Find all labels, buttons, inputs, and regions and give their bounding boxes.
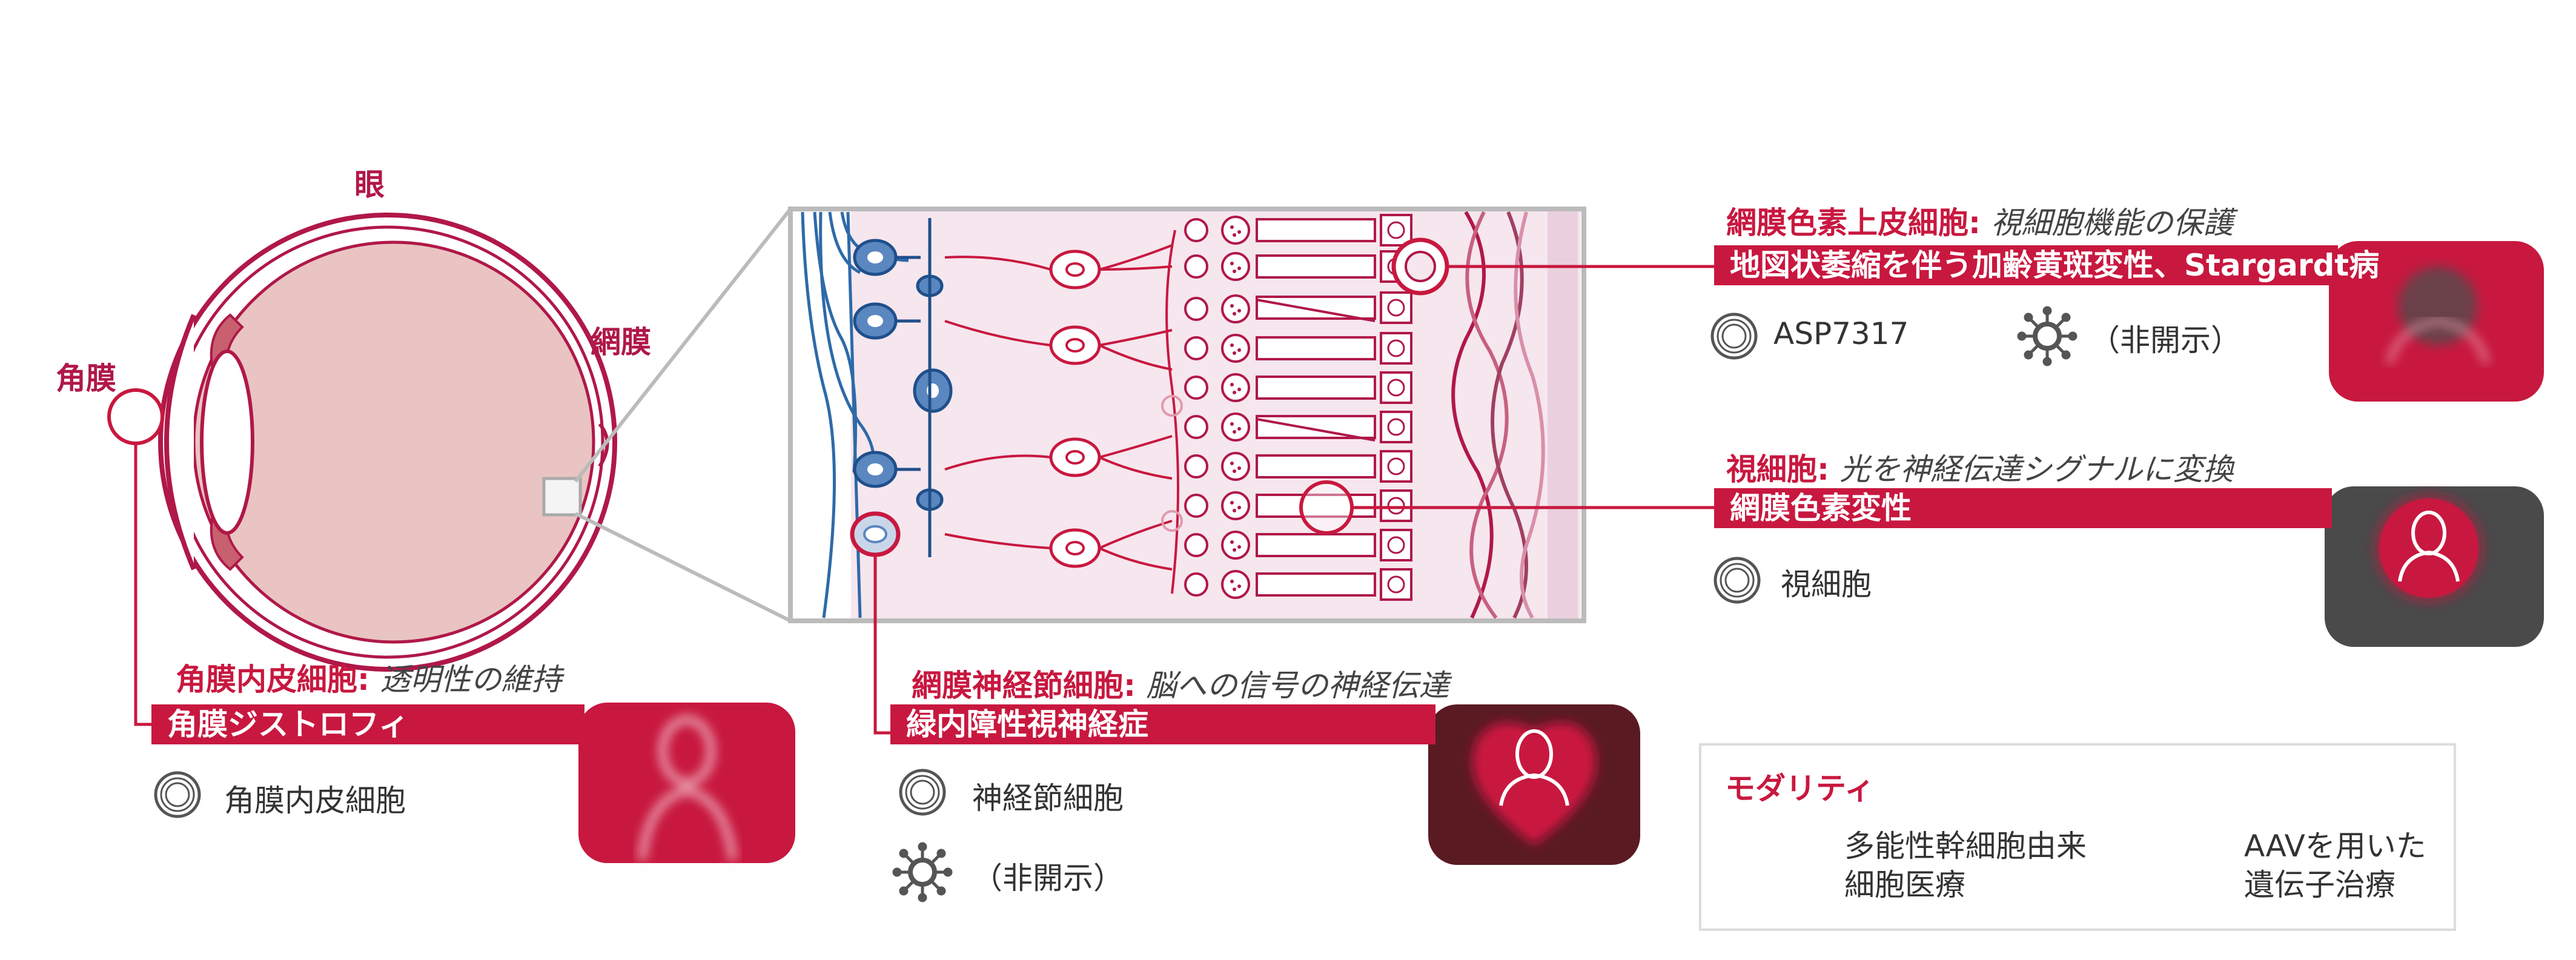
retina-cross-section	[788, 207, 1586, 623]
rp-patient-tile	[2325, 486, 2544, 647]
cornea-cell-title: 角膜内皮細胞: 透明性の維持	[176, 662, 562, 697]
gene-therapy-icon	[894, 844, 951, 901]
cell-therapy-icon	[901, 770, 944, 814]
legend-gene-therapy-line2: 遺伝子治療	[2244, 867, 2396, 902]
amd-disease-bar: 地図状萎縮を伴う加齢黄斑変性、Stargardt病	[1714, 245, 2379, 285]
eye-label: 眼	[354, 167, 385, 202]
glaucoma-disease-bar: 緑内障性視神経症	[890, 704, 1435, 744]
cornea-leader-line	[134, 443, 151, 726]
cell-function: 脳への信号の神経伝達	[1146, 668, 1449, 703]
rp-disease-bar: 網膜色素変性	[1714, 488, 2332, 528]
gene-therapy-icon	[2019, 308, 2076, 365]
legend-cell-therapy-line1: 多能性幹細胞由来	[1844, 829, 2087, 864]
cornea-label: 角膜	[56, 361, 116, 396]
modality-item: （非開示）	[2090, 323, 2241, 358]
legend-title: モダリティ	[1725, 771, 1875, 806]
cell-name: 網膜色素上皮細胞	[1726, 205, 1968, 240]
rpe-cell-title: 網膜色素上皮細胞: 視細胞機能の保護	[1726, 205, 2234, 240]
photoreceptor-cell-title: 視細胞: 光を神経伝達シグナルに変換	[1726, 452, 2234, 487]
legend-gene-therapy-line1: AAVを用いた	[2244, 829, 2426, 864]
modality-item: 神経節細胞	[972, 781, 1124, 816]
retina-label: 網膜	[591, 325, 651, 360]
glaucoma-patient-tile	[1428, 704, 1640, 865]
modality-item: （非開示）	[972, 861, 1124, 896]
cell-therapy-icon	[1712, 314, 1756, 358]
modality-item: ASP7317	[1773, 316, 1909, 351]
ganglion-cell-title: 網膜神経節細胞: 脳への信号の神経伝達	[912, 668, 1449, 703]
cornea-marker	[107, 388, 164, 445]
cell-therapy-icon	[1715, 558, 1759, 602]
cell-name: 網膜神経節細胞	[912, 668, 1124, 703]
cell-name: 視細胞	[1726, 452, 1817, 487]
cell-therapy-icon	[156, 773, 199, 816]
retina-zoom-marker	[542, 477, 582, 517]
cell-name: 角膜内皮細胞	[176, 662, 357, 697]
legend-gene-therapy: AAVを用いた 遺伝子治療	[2244, 827, 2426, 904]
legend-cell-therapy-line2: 細胞医療	[1844, 867, 1965, 902]
cell-function: 光を神経伝達シグナルに変換	[1839, 452, 2234, 487]
cell-function: 透明性の維持	[380, 662, 562, 697]
amd-patient-tile	[2329, 241, 2544, 402]
modality-item: 視細胞	[1781, 567, 1872, 602]
cornea-disease-bar: 角膜ジストロフィ	[151, 704, 584, 744]
legend-cell-therapy: 多能性幹細胞由来 細胞医療	[1844, 827, 2087, 904]
cornea-patient-tile	[578, 703, 795, 863]
cell-function: 視細胞機能の保護	[1991, 205, 2234, 240]
modality-legend	[1699, 743, 2456, 931]
eye-illustration	[158, 213, 617, 672]
modality-item: 角膜内皮細胞	[224, 783, 406, 818]
